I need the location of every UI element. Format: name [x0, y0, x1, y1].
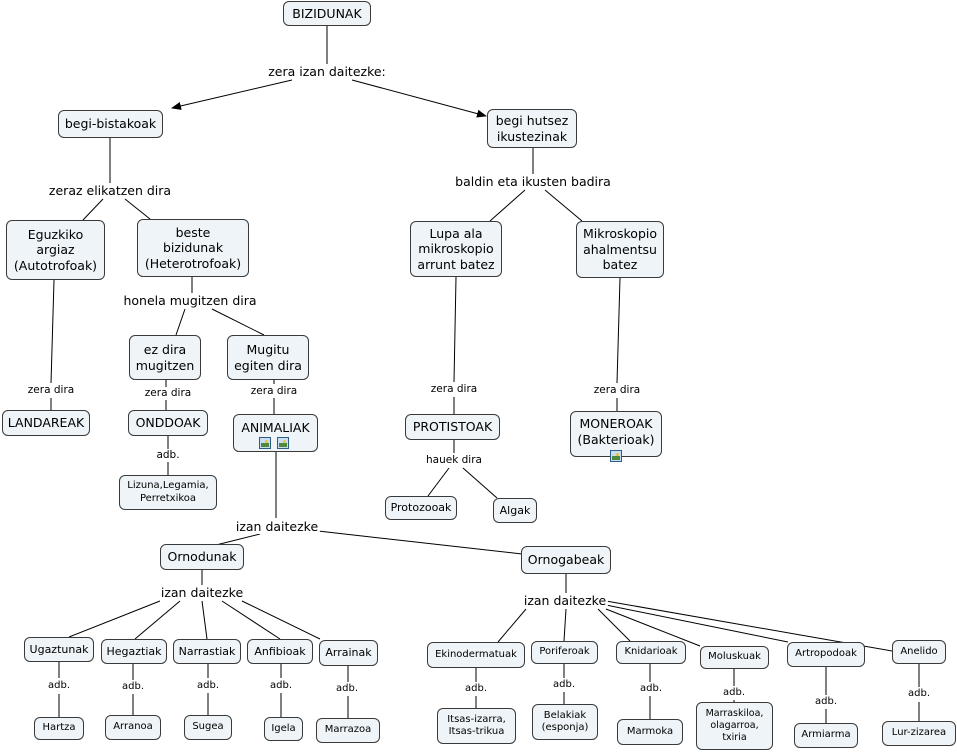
- label-zera-dira: zera dira: [142, 387, 194, 400]
- label-adb: adb.: [154, 449, 182, 462]
- node-protozooak: Protozooak: [385, 496, 457, 520]
- node-ugaztunak: Ugaztunak: [24, 637, 94, 662]
- label-izan-daitezke: izan daitezke: [233, 519, 321, 534]
- label-hauek-dira: hauek dira: [424, 454, 484, 467]
- node-landareak: LANDAREAK: [2, 410, 90, 436]
- node-igela: Igela: [264, 717, 303, 741]
- node-ez-dira-mugitzen: ez dira mugitzen: [129, 335, 201, 380]
- node-anelido: Anelido: [892, 640, 946, 664]
- label-izan-daitezke: izan daitezke: [158, 585, 246, 600]
- image-icon[interactable]: [610, 450, 622, 462]
- node-hartza: Hartza: [34, 717, 84, 740]
- node-sugea: Sugea: [184, 715, 232, 740]
- label-adb: adb.: [333, 683, 361, 695]
- label-adb: adb.: [194, 680, 222, 692]
- node-protistoak: PROTISTOAK: [405, 414, 500, 440]
- label-honela-mugitzen-dira: honela mugitzen dira: [121, 293, 259, 308]
- node-moneroak: MONEROAK (Bakterioak): [570, 411, 662, 457]
- node-artropodoak: Artropodoak: [787, 642, 865, 667]
- node-lizuna-legamia-perretxikoa: Lizuna,Legamia, Perretxikoa: [119, 475, 217, 510]
- node-algak: Algak: [493, 498, 537, 523]
- label-zeraz-elikatzen-dira: zeraz elikatzen dira: [46, 183, 174, 198]
- node-lur-zizarea: Lur-zizarea: [882, 721, 956, 746]
- label-adb: adb.: [812, 696, 840, 708]
- label-adb: adb.: [637, 683, 665, 695]
- label-izan-daitezke: izan daitezke: [521, 593, 609, 608]
- label-adb: adb.: [550, 679, 578, 691]
- label-zera-izan-daitezke: zera izan daitezke:: [266, 64, 388, 79]
- label-adb: adb.: [45, 680, 73, 692]
- node-begi-hutsez-ikustezinak: begi hutsez ikustezinak: [487, 109, 577, 148]
- node-beste-bizidunak: beste bizidunak (Heterotrofoak): [137, 219, 249, 277]
- node-bizidunak: BIZIDUNAK: [283, 1, 371, 26]
- label-adb: adb.: [905, 688, 933, 700]
- node-arrainak: Arrainak: [319, 640, 378, 666]
- node-armiarma: Armiarma: [794, 723, 858, 748]
- label-zera-dira: zera dira: [25, 384, 77, 397]
- node-marrazoa: Marrazoa: [316, 718, 380, 743]
- node-onddoak: ONDDOAK: [128, 410, 208, 436]
- node-narrastiak: Narrastiak: [173, 639, 241, 664]
- node-marraskiloa: Marraskiloa, olagarroa, txiria: [696, 702, 773, 750]
- label-zera-dira: zera dira: [248, 385, 300, 398]
- node-poriferoak: Poriferoak: [531, 641, 598, 664]
- node-begi-bistakoak: begi-bistakoak: [58, 110, 163, 138]
- node-hegaztiak: Hegaztiak: [101, 639, 167, 664]
- node-arranoa: Arranoa: [105, 715, 161, 740]
- node-belakiak: Belakiak (esponja): [532, 704, 598, 740]
- label-adb: adb.: [462, 683, 490, 695]
- node-animaliak: ANIMALIAK: [233, 414, 318, 452]
- node-knidarioak: Knidarioak: [616, 641, 686, 664]
- node-ornodunak: Ornodunak: [160, 544, 244, 570]
- node-ornogabeak: Ornogabeak: [521, 546, 611, 574]
- label-adb: adb.: [119, 681, 147, 693]
- image-icon[interactable]: [259, 437, 271, 449]
- node-marmoka: Marmoka: [617, 719, 683, 745]
- node-ekinodermatuak: Ekinodermatuak: [427, 642, 525, 668]
- node-mikroskopio-ahalmentsu: Mikroskopio ahalmentsu batez: [576, 221, 664, 278]
- node-eguzkiko-argiaz: Eguzkiko argiaz (Autotrofoak): [6, 220, 105, 280]
- label-zera-dira: zera dira: [428, 383, 480, 396]
- node-lupa-mikroskopio: Lupa ala mikroskopio arrunt batez: [410, 221, 502, 277]
- label-baldin-eta-ikusten-badira: baldin eta ikusten badira: [453, 174, 613, 189]
- node-itsas-izarra: Itsas-izarra, Itsas-trikua: [437, 708, 516, 744]
- node-moluskuak: Moluskuak: [700, 646, 769, 669]
- image-icon[interactable]: [277, 437, 289, 449]
- label-adb: adb.: [267, 680, 295, 692]
- label-zera-dira: zera dira: [591, 384, 643, 397]
- node-mugitu-egiten-dira: Mugitu egiten dira: [227, 335, 309, 380]
- node-anfibioak: Anfibioak: [247, 639, 313, 664]
- label-adb: adb.: [720, 687, 748, 699]
